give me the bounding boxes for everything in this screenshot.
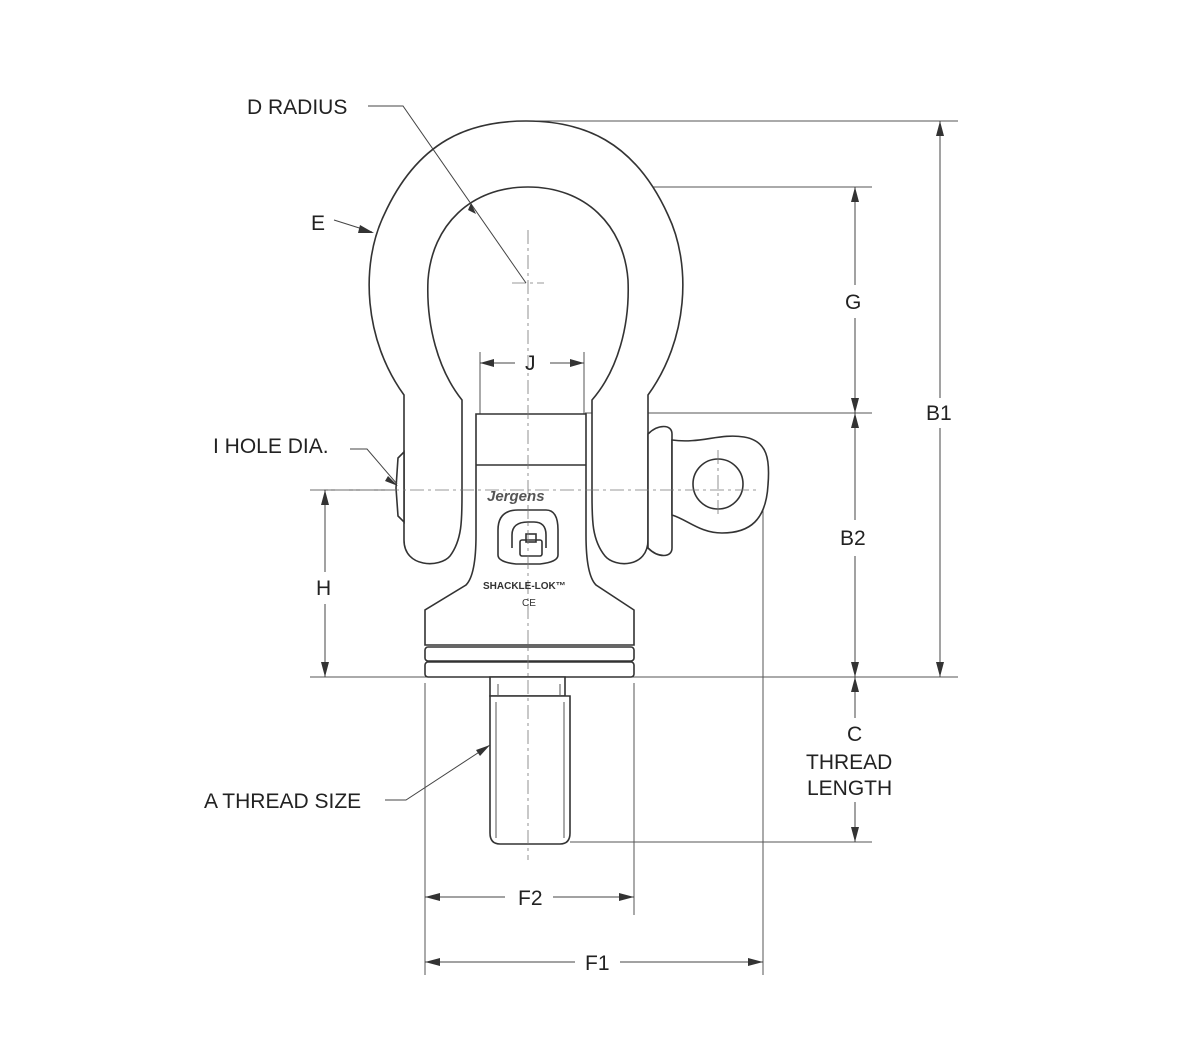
label-length: LENGTH <box>807 777 892 800</box>
nut-and-cotter-tab <box>647 425 770 557</box>
label-g: G <box>845 291 861 314</box>
label-b2: B2 <box>840 527 866 550</box>
dimension-labels: D RADIUS E G J B1 I HOLE DIA. B2 H C THR… <box>204 96 952 975</box>
label-h: H <box>316 577 331 600</box>
base-collar <box>424 646 635 662</box>
dimension-lines <box>321 121 944 966</box>
swivel-body <box>424 413 635 646</box>
label-thread: THREAD <box>806 751 892 774</box>
brand-logo-text: Jergens <box>487 488 545 505</box>
thread-stud <box>489 676 571 845</box>
shackle-bow <box>368 120 684 565</box>
label-j: J <box>525 352 536 375</box>
label-e: E <box>311 212 325 235</box>
label-a-thread-size: A THREAD SIZE <box>204 790 361 813</box>
pin-head-left <box>395 450 405 524</box>
base-plate <box>424 661 635 678</box>
label-b1: B1 <box>926 402 952 425</box>
leader-lines <box>333 105 527 801</box>
body-markings: Jergens SHACKLE-LOK™ CE <box>483 488 566 609</box>
product-name: SHACKLE-LOK™ <box>483 581 566 592</box>
label-d-radius: D RADIUS <box>247 96 347 119</box>
label-c: C <box>847 723 862 746</box>
label-f1: F1 <box>585 952 610 975</box>
label-f2: F2 <box>518 887 543 910</box>
ce-mark: CE <box>522 598 536 609</box>
center-lines <box>310 230 760 860</box>
label-i-hole-dia: I HOLE DIA. <box>213 435 329 458</box>
